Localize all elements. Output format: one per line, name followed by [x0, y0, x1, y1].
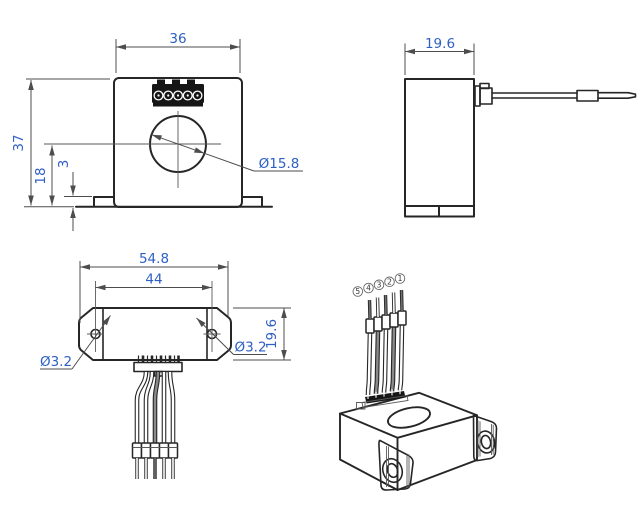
- dim-label-19-6-side: 19.6: [425, 36, 455, 52]
- wire-lines: [491, 92, 578, 99]
- iso-body: [339, 388, 498, 491]
- dim-front-height: 37: [11, 78, 110, 208]
- terminal-circles: [153, 90, 203, 101]
- pin-label-2: 2: [387, 278, 392, 287]
- bottom-body-outline: [78, 307, 232, 361]
- bottom-view: 54.8 44 19.6 Ø3.2 Ø3.2: [40, 251, 291, 479]
- wire-crimp: [576, 89, 599, 102]
- iso-connector: [356, 388, 409, 410]
- front-view: 36 37 18 3 Ø15.8: [11, 31, 303, 231]
- pin-number-labels: 5 4 3 2 1: [352, 273, 406, 297]
- bottom-wire-harness: [131, 371, 179, 479]
- pin-ends: [135, 458, 175, 479]
- crimp-terminals: [131, 442, 179, 459]
- dim-hole-right: Ø3.2: [196, 317, 267, 356]
- pin-label-5: 5: [355, 287, 360, 296]
- dim-label-19-6-bottom: 19.6: [264, 319, 280, 349]
- iso-pin-ends: [367, 289, 404, 320]
- iso-top-face: [339, 391, 478, 439]
- iso-aperture-hole: [386, 406, 432, 429]
- front-flange: [75, 196, 273, 208]
- iso-ear-front: [378, 439, 414, 491]
- dim-label-44: 44: [145, 272, 162, 288]
- front-connector: [152, 79, 204, 107]
- pin-label-3: 3: [377, 281, 382, 290]
- dim-label-37: 37: [11, 134, 27, 151]
- iso-wire-harness: [365, 289, 407, 396]
- dim-label-3: 3: [56, 160, 72, 169]
- side-wire: [474, 82, 637, 107]
- dim-label-18: 18: [33, 167, 49, 184]
- wire-tip: [597, 91, 637, 99]
- dim-side-depth: 19.6: [404, 36, 475, 75]
- dim-hole-left: Ø3.2: [40, 315, 111, 370]
- bottom-inner-walls: [102, 307, 208, 361]
- iso-left-face: [339, 412, 399, 491]
- side-view: 19.6: [404, 36, 637, 218]
- dim-label-3-2-right: Ø3.2: [234, 340, 266, 356]
- dim-bottom-depth: 19.6: [233, 307, 291, 361]
- dim-front-width: 36: [115, 31, 241, 73]
- iso-ear-right: [472, 414, 498, 462]
- dim-label-36: 36: [169, 31, 186, 47]
- isometric-view: 5 4 3 2 1: [339, 273, 498, 491]
- iso-crimp-terminals: [365, 310, 407, 334]
- hole-centerlines: [87, 281, 221, 352]
- dim-label-15-8: Ø15.8: [259, 156, 300, 172]
- side-base: [404, 205, 475, 218]
- side-body-outline: [404, 78, 475, 207]
- dim-label-3-2-left: Ø3.2: [40, 354, 72, 370]
- pin-label-1: 1: [398, 274, 403, 283]
- dim-front-hole-center: 18: [33, 145, 55, 206]
- pin-label-4: 4: [366, 284, 371, 293]
- terminal-dots: [157, 94, 199, 97]
- dim-bottom-span: 44: [95, 272, 212, 291]
- dim-bottom-overall: 54.8: [79, 251, 229, 323]
- dim-front-hole-diameter: Ø15.8: [151, 134, 303, 172]
- dim-front-flange: 3: [56, 160, 92, 231]
- dim-label-54-8: 54.8: [139, 251, 169, 267]
